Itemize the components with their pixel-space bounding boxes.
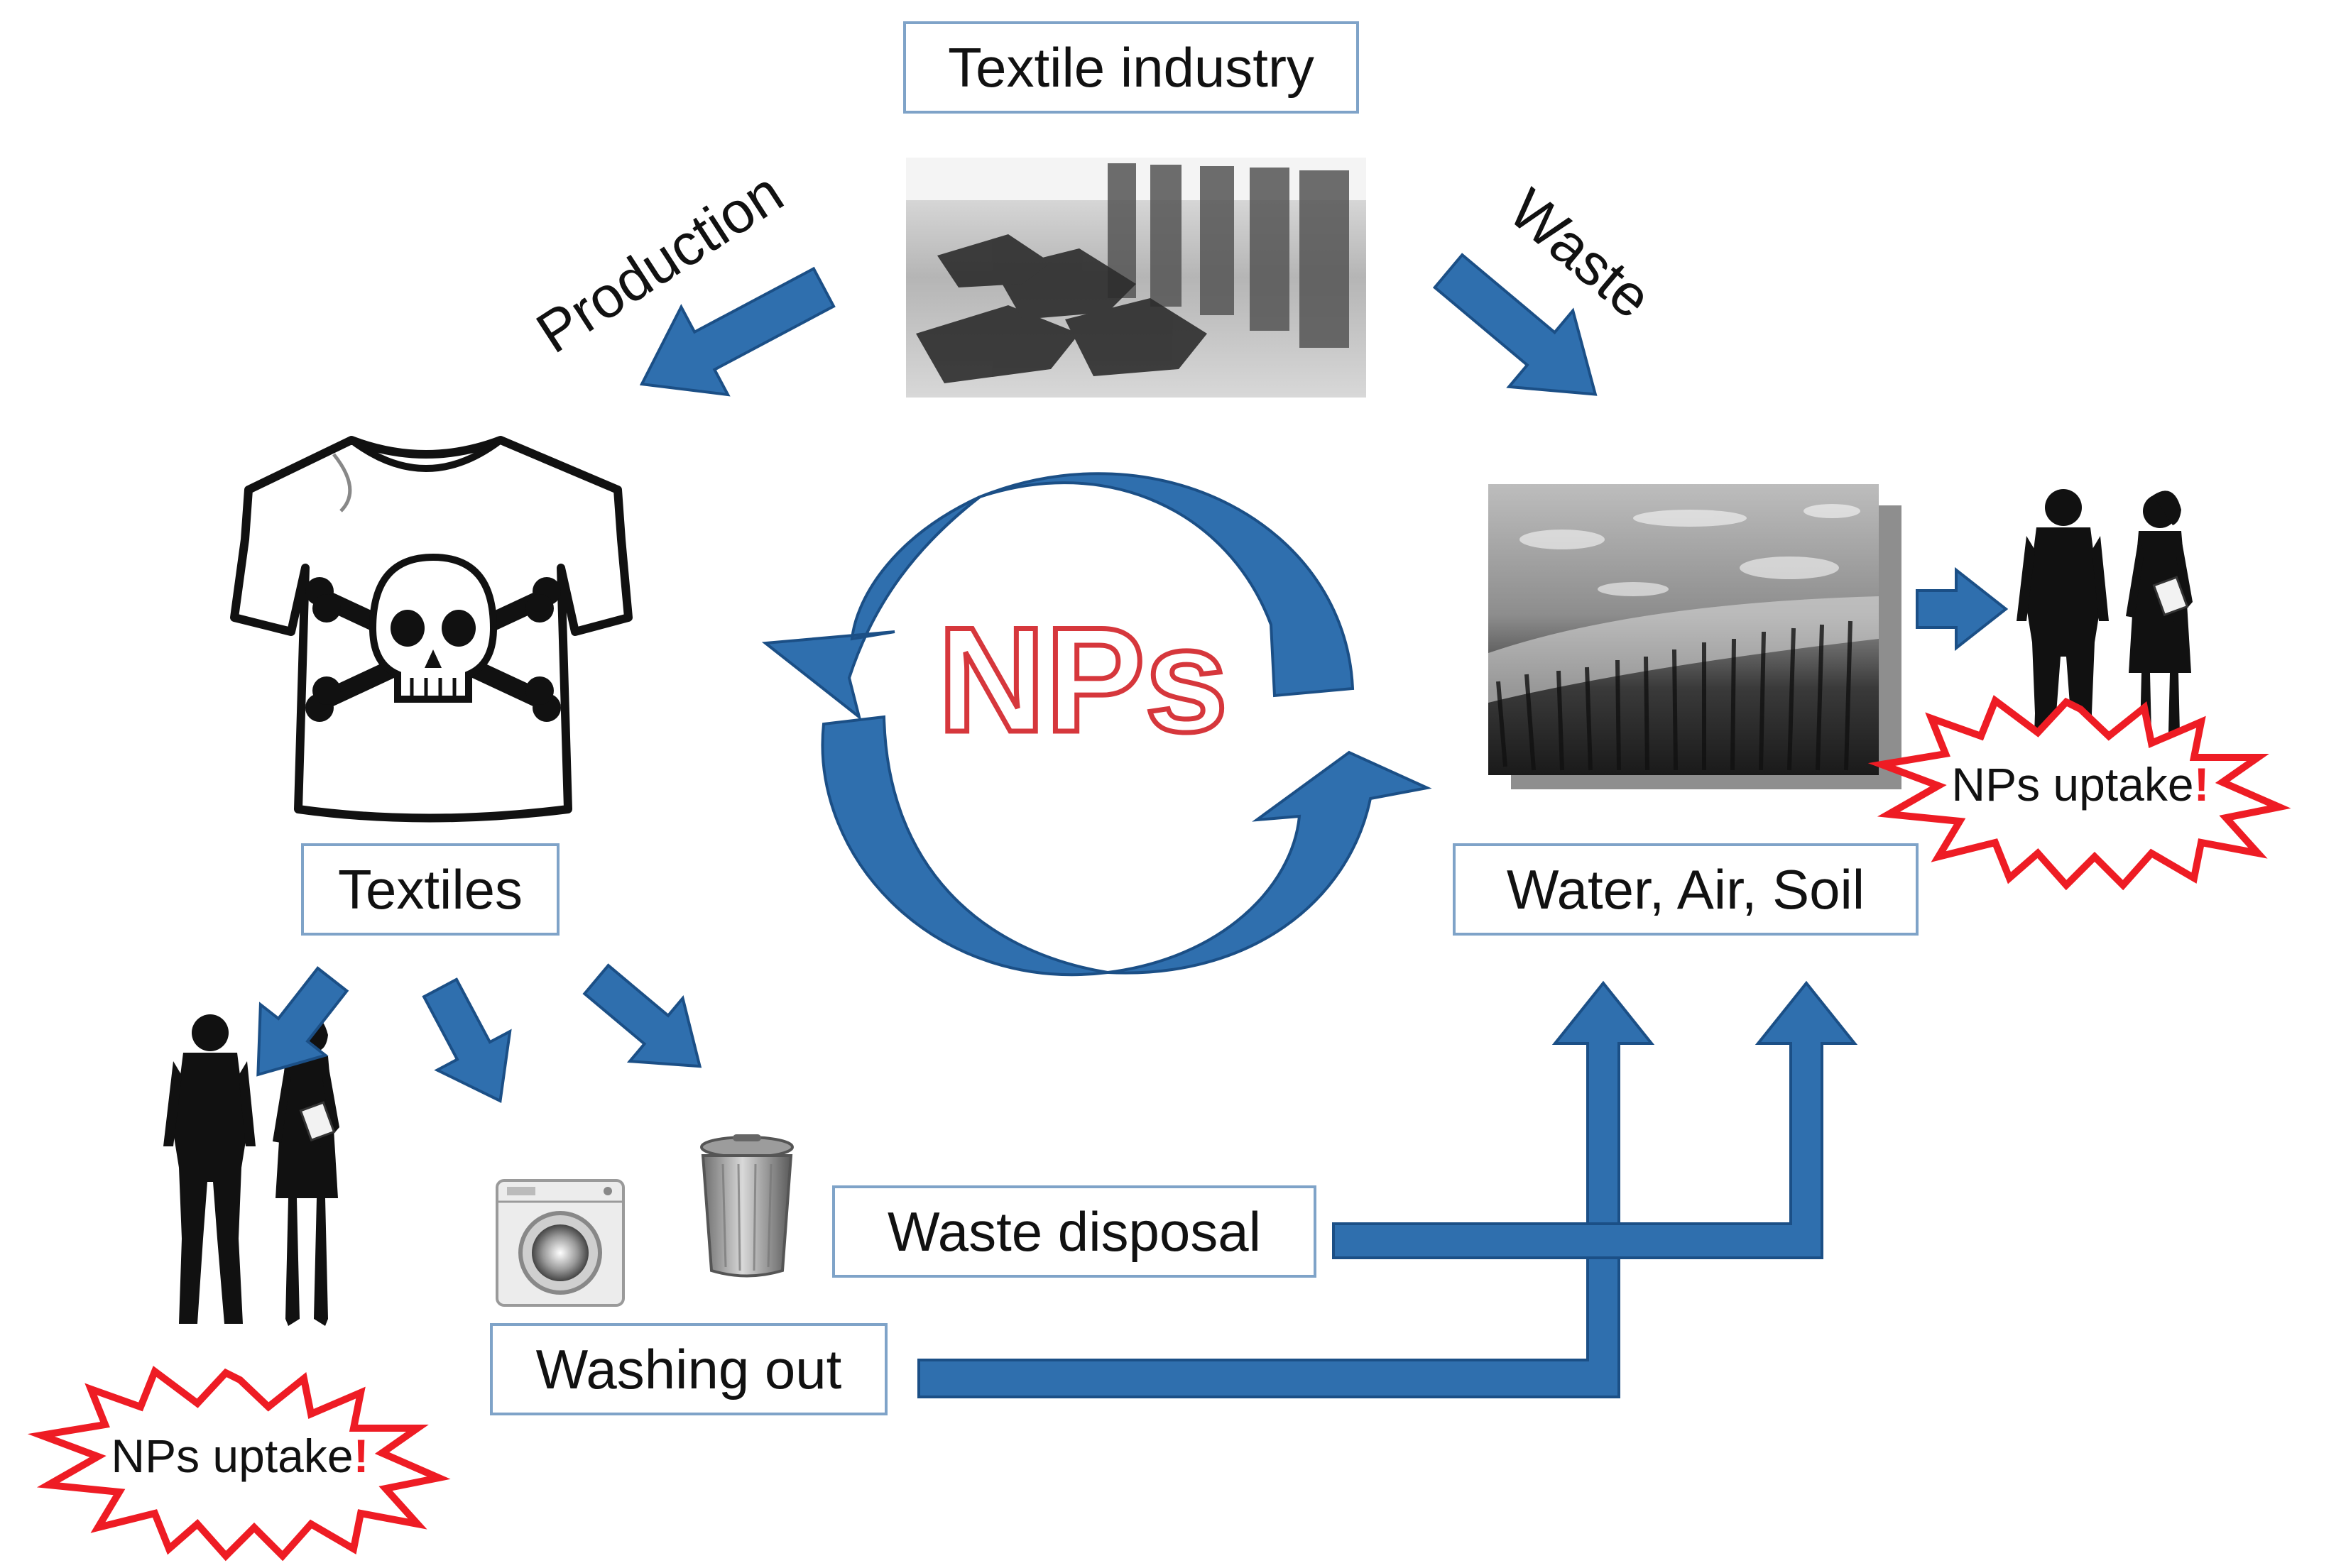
textiles-label: Textiles — [301, 843, 560, 936]
waste-disposal-label: Waste disposal — [832, 1185, 1316, 1278]
nps-uptake-label: NPs uptake — [1951, 758, 2193, 811]
trash-can-icon — [700, 1134, 794, 1278]
washing-machine-icon — [496, 1179, 625, 1307]
nps-uptake-burst-right — [1867, 695, 2291, 891]
nps-uptake-label: NPs uptake — [111, 1430, 353, 1482]
water-air-soil-label: Water, Air, Soil — [1453, 843, 1919, 936]
nps-uptake-burst-left — [27, 1366, 451, 1562]
washing-out-label: Washing out — [490, 1323, 888, 1415]
washing-out-pipe-arrow — [917, 980, 1655, 1398]
nps-cycle-arrows — [761, 472, 1432, 977]
waste-disposal-pipe-arrow — [1332, 980, 1858, 1259]
nps-center-text: NPs — [938, 596, 1228, 763]
nps-uptake-mark: ! — [2194, 758, 2210, 811]
nps-uptake-mark: ! — [354, 1430, 369, 1482]
pipe-connectors — [917, 980, 1858, 1398]
water-air-soil-photo — [1488, 484, 1901, 789]
production-arrow — [639, 266, 836, 397]
textile-industry-label: Textile industry — [903, 21, 1359, 114]
waste-arrow — [1432, 253, 1598, 396]
people-silhouette-icon — [163, 1014, 341, 1327]
nps-uptake-text-left: NPs uptake! — [111, 1430, 369, 1482]
factory-photo — [906, 158, 1366, 398]
nps-uptake-text-right: NPs uptake! — [1951, 758, 2209, 811]
skull-crossbones-icon — [305, 553, 561, 722]
tshirt-icon — [230, 436, 633, 823]
textiles-fanout-arrows — [256, 963, 702, 1103]
to-people-arrow — [1916, 566, 2009, 652]
